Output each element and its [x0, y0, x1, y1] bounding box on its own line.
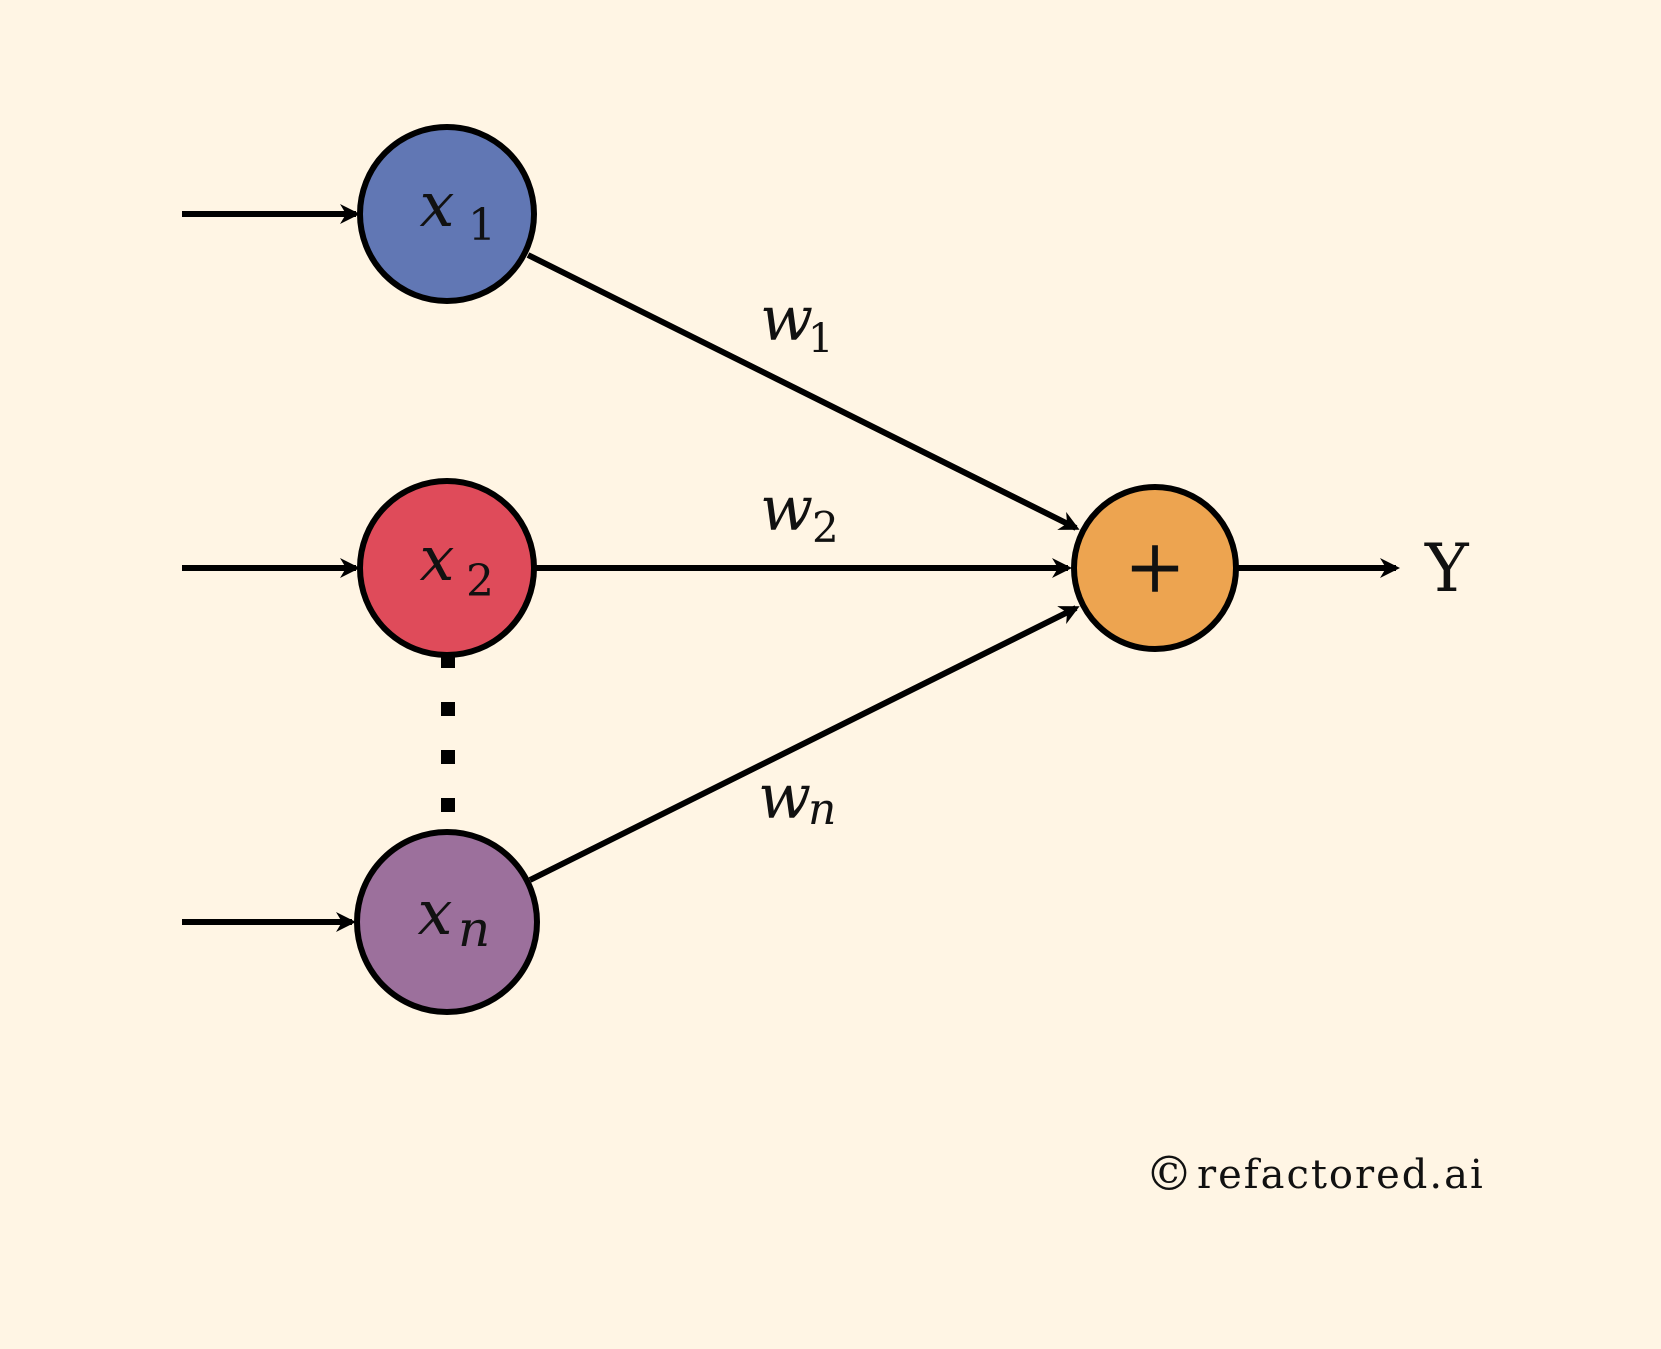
- input-node-2: x 2: [357, 478, 537, 658]
- copyright-icon: ©: [1145, 1146, 1193, 1202]
- node-symbol: x: [418, 876, 453, 949]
- input-node-n: x n: [354, 829, 540, 1015]
- weight-subscript: n: [808, 784, 836, 835]
- output-label: Y: [1424, 530, 1470, 607]
- node-subscript: 1: [468, 200, 496, 251]
- node-subscript: n: [458, 900, 490, 958]
- sum-node: +: [1071, 484, 1239, 652]
- weight-symbol: w: [758, 760, 811, 833]
- input-node-1: x 1: [357, 124, 537, 304]
- node-circle: [354, 829, 540, 1015]
- weight-edge-n: [528, 605, 1080, 883]
- copyright-text: refactored.ai: [1197, 1152, 1485, 1198]
- node-symbol: x: [420, 168, 455, 241]
- weight-label-n: w n: [758, 760, 836, 835]
- node-circle: [357, 478, 537, 658]
- weight-symbol: w: [760, 472, 813, 545]
- plus-symbol: +: [1124, 524, 1186, 610]
- weight-label-2: w 2: [760, 472, 839, 552]
- node-circle: [357, 124, 537, 304]
- weight-edge-1: [526, 252, 1080, 531]
- sum-circle: [1071, 484, 1239, 652]
- node-symbol: x: [420, 522, 455, 595]
- weight-subscript: 2: [812, 503, 839, 552]
- weight-subscript: 1: [808, 316, 833, 362]
- weight-label-1: w 1: [760, 282, 833, 362]
- node-subscript: 2: [466, 556, 494, 607]
- copyright-notice: © refactored.ai: [1145, 1146, 1485, 1202]
- weight-symbol: w: [760, 282, 813, 355]
